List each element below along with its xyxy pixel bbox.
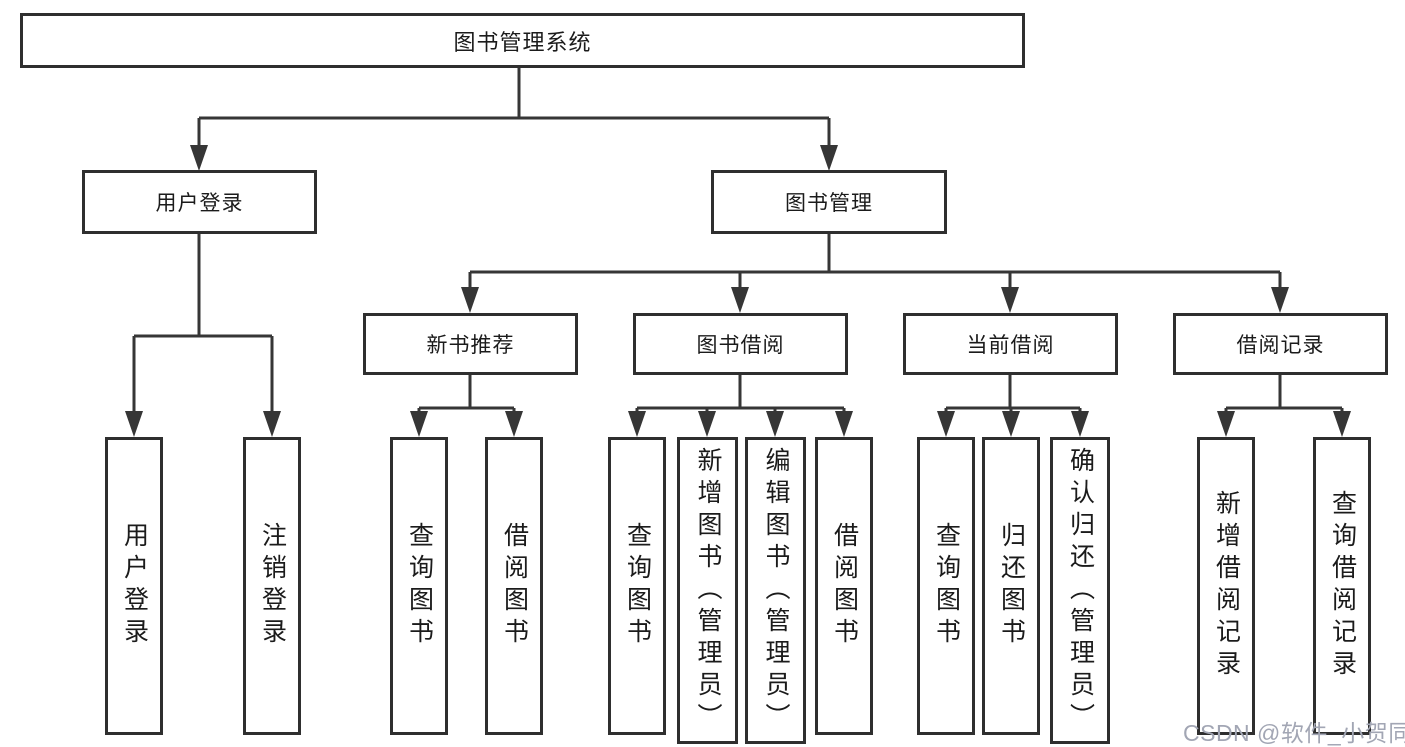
node-label: 查询图书 [405,522,434,650]
leaf-add-books-admin: 新增图书（管理员） [677,437,738,744]
leaf-query-books-borrowing: 查询图书 [608,437,666,735]
node-label: 借阅图书 [830,522,859,650]
node-library-management-system: 图书管理系统 [20,13,1025,68]
node-label: 当前借阅 [966,334,1055,357]
node-current-borrowing: 当前借阅 [903,313,1118,375]
node-label: 新书推荐 [426,334,515,357]
node-book-borrowing: 图书借阅 [633,313,848,375]
node-label: 查询借阅记录 [1328,490,1357,682]
node-label: 借阅记录 [1236,334,1325,357]
leaf-borrow-books-recommend: 借阅图书 [485,437,543,735]
node-label: 查询图书 [623,522,652,650]
leaf-borrow-books-borrowing: 借阅图书 [815,437,873,735]
node-label: 编辑图书（管理员） [762,446,790,735]
node-label: 归还图书 [997,522,1026,650]
leaf-edit-books-admin: 编辑图书（管理员） [745,437,806,744]
leaf-logout: 注销登录 [243,437,301,735]
node-label: 借阅图书 [500,522,529,650]
node-label: 注销登录 [258,522,287,650]
node-new-book-recommendation: 新书推荐 [363,313,578,375]
leaf-query-books-recommend: 查询图书 [390,437,448,735]
node-borrowing-records: 借阅记录 [1173,313,1388,375]
node-label: 用户登录 [155,192,244,215]
node-label: 新增借阅记录 [1212,490,1241,682]
node-label: 图书管理系统 [453,29,592,55]
node-label: 新增图书（管理员） [694,446,722,735]
node-label: 确认归还（管理员） [1066,446,1095,735]
leaf-query-borrow-record: 查询借阅记录 [1313,437,1371,735]
leaf-return-books: 归还图书 [982,437,1040,735]
node-user-login: 用户登录 [82,170,317,234]
watermark: CSDN @软件_小贺同学 [1183,720,1405,746]
node-label: 查询图书 [932,522,961,650]
node-book-management: 图书管理 [711,170,947,234]
leaf-user-login: 用户登录 [105,437,163,735]
leaf-query-books-current: 查询图书 [917,437,975,735]
node-label: 用户登录 [120,522,149,650]
leaf-add-borrow-record: 新增借阅记录 [1197,437,1255,735]
leaf-confirm-return-admin: 确认归还（管理员） [1050,437,1110,744]
node-label: 图书管理 [785,192,873,215]
node-label: 图书借阅 [696,334,785,357]
